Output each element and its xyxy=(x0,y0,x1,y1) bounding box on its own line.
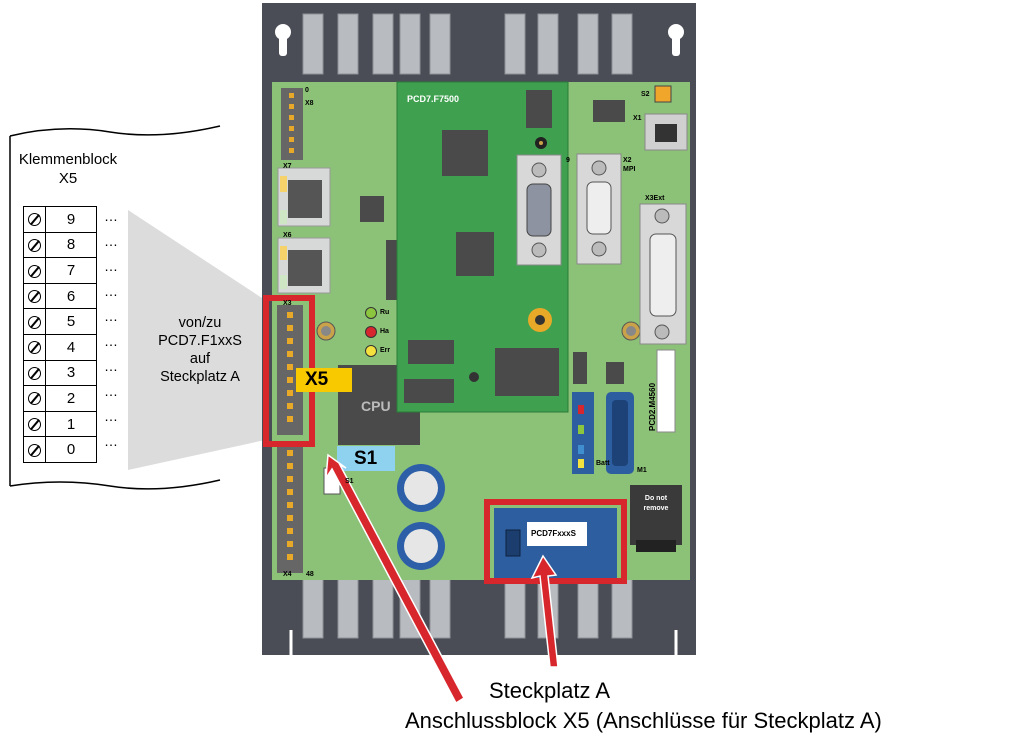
connector-label-x6: X6 xyxy=(283,232,292,239)
x5-tag xyxy=(296,368,352,392)
callout-anschlussblock: Anschlussblock X5 (Anschlüsse für Steckp… xyxy=(405,708,882,733)
terminal-number: 6 xyxy=(45,282,97,310)
screw-icon xyxy=(28,290,41,304)
table-row: 3 xyxy=(23,359,97,387)
terminal-number: 4 xyxy=(45,333,97,361)
screw-icon xyxy=(28,418,41,432)
module-label: PCD7.F7500 xyxy=(407,94,460,104)
do-not-remove-line1: Do not xyxy=(644,495,668,502)
connector-label-x3ext: X3Ext xyxy=(645,195,665,202)
s1-tag xyxy=(337,446,395,471)
slot-a-highlight xyxy=(484,499,627,584)
terminal-number: 2 xyxy=(45,385,97,412)
terminal-block-title: Klemmenblock X5 xyxy=(10,150,126,188)
connector-label-x2: X2 xyxy=(623,157,632,164)
terminal-block-table: 9 8 7 6 5 4 3 2 1 0 xyxy=(23,206,97,463)
x5-tag-label: X5 xyxy=(305,369,329,390)
terminal-number: 1 xyxy=(45,410,97,438)
connector-label-m1: M1 xyxy=(637,467,647,474)
do-not-remove-label: Do not remove xyxy=(630,494,682,514)
connector-label-s2: S2 xyxy=(641,91,650,98)
table-row: 7 xyxy=(23,257,97,284)
screw-icon xyxy=(28,213,41,227)
led-label-halt: Ha xyxy=(380,328,389,335)
connector-label-x7: X7 xyxy=(283,163,292,170)
row-dots: … xyxy=(104,333,118,349)
connector-label-batt: Batt xyxy=(596,460,610,467)
row-dots: … xyxy=(104,233,118,249)
table-row: 0 xyxy=(23,436,97,463)
screw-icon xyxy=(28,264,41,278)
terminal-note-line2: PCD7.F1xxS xyxy=(158,333,242,349)
row-dots: … xyxy=(104,208,118,224)
terminal-number: 0 xyxy=(45,436,97,463)
model-label: PCD2.M4560 xyxy=(648,382,657,431)
arrow-to-x5 xyxy=(325,453,465,705)
row-dots: … xyxy=(104,408,118,424)
terminal-block-title-line1: Klemmenblock xyxy=(18,151,118,168)
row-dots: … xyxy=(104,258,118,274)
terminal-block-title-line2: X5 xyxy=(58,170,78,187)
row-dots: … xyxy=(104,383,118,399)
connector-label-48: 48 xyxy=(306,571,314,578)
screw-icon xyxy=(28,341,41,355)
connector-label-x3: X3 xyxy=(283,300,292,307)
cpu-label: CPU xyxy=(361,398,391,414)
table-row: 2 xyxy=(23,385,97,412)
connector-label-0: 0 xyxy=(305,87,309,94)
callout-steckplatz: Steckplatz A xyxy=(489,678,611,703)
row-dots: … xyxy=(104,358,118,374)
connector-label-9: 9 xyxy=(566,157,570,164)
terminal-note-line3: auf xyxy=(189,351,211,367)
table-row: 4 xyxy=(23,333,97,361)
connector-label-mpi: MPI xyxy=(623,166,636,173)
row-dots: … xyxy=(104,283,118,299)
terminal-note-line4: Steckplatz A xyxy=(160,369,240,385)
screw-icon xyxy=(28,366,41,380)
led-label-error: Err xyxy=(380,347,391,354)
led-label-run: Ru xyxy=(380,309,390,316)
do-not-remove-line2: remove xyxy=(643,505,669,512)
screw-icon xyxy=(28,238,41,252)
table-row: 1 xyxy=(23,410,97,438)
table-row: 6 xyxy=(23,282,97,310)
row-dots: … xyxy=(104,433,118,449)
terminal-number: 5 xyxy=(45,308,97,335)
screw-icon xyxy=(28,392,41,406)
screw-icon xyxy=(28,315,41,329)
screw-icon xyxy=(28,443,41,457)
row-dots: … xyxy=(104,308,118,324)
slot-card-label: PCD7FxxxS xyxy=(531,529,576,538)
arrow-to-slot xyxy=(530,554,559,668)
terminal-number: 7 xyxy=(45,257,97,284)
connector-label-x4: X4 xyxy=(283,571,292,578)
table-row: 5 xyxy=(23,308,97,335)
terminal-note: von/zu PCD7.F1xxS auf Steckplatz A xyxy=(145,314,255,386)
connector-label-x1: X1 xyxy=(633,115,642,122)
connector-label-s1: S1 xyxy=(345,478,354,485)
terminal-block-outline xyxy=(9,125,265,490)
s1-tag-label: S1 xyxy=(354,448,378,469)
terminal-number: 3 xyxy=(45,359,97,387)
connector-label-x8: X8 xyxy=(305,100,314,107)
terminal-note-line1: von/zu xyxy=(178,315,222,331)
